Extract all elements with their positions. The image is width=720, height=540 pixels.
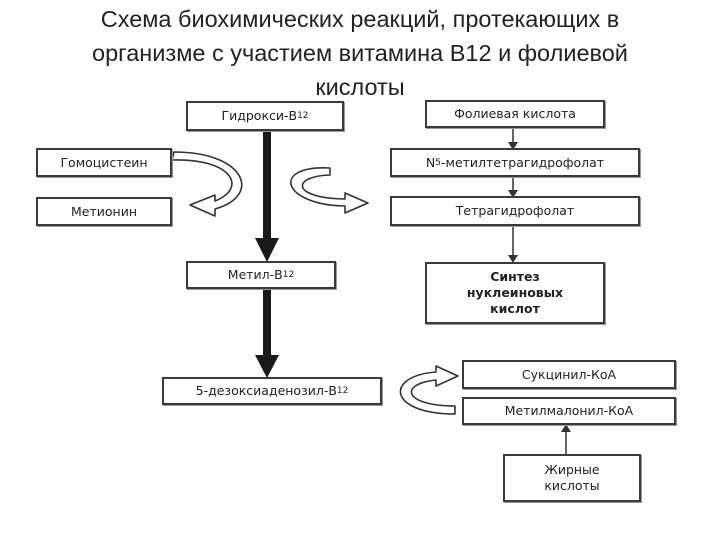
curved-arrow-n5-to-thf xyxy=(290,167,369,214)
title-line-1: Схема биохимических реакций, протекающих… xyxy=(100,6,620,32)
main-arrow-methyl-to-deoxy xyxy=(255,287,279,378)
box-fatty-acids: Жирные кислоты xyxy=(503,454,641,502)
box-methyl-b12-sub: 12 xyxy=(282,270,295,280)
box-methylmalonyl-coa: Метилмалонил-КоА xyxy=(462,397,676,425)
box-methionine: Метионин xyxy=(36,197,172,226)
box-hydroxy-b12-text: Гидрокси-В xyxy=(221,108,298,123)
main-arrow-hydroxy-to-methyl xyxy=(255,130,279,262)
arrow-n5-to-thf xyxy=(508,176,518,198)
arrow-thf-to-synthesis xyxy=(508,225,518,263)
box-hydroxy-b12-sub: 12 xyxy=(297,111,309,121)
box-fatty-acids-text: Жирные кислоты xyxy=(544,462,600,493)
box-methylmalonyl-coa-text: Метилмалонил-КоА xyxy=(504,403,634,418)
box-homocysteine-text: Гомоцистеин xyxy=(60,154,148,170)
curved-arrow-methylmalonyl-to-succinyl xyxy=(399,365,459,415)
box-tetrahydrofolate: Тетрагидрофолат xyxy=(390,196,640,226)
title-line-3: кислоты xyxy=(315,74,405,100)
box-nucleic-acid-synthesis-text: Синтез нуклеиновых кислот xyxy=(466,269,564,316)
box-tetrahydrofolate-text: Тетрагидрофолат xyxy=(455,203,575,218)
slide-title: Схема биохимических реакций, протекающих… xyxy=(40,2,680,104)
box-folic-acid: Фолиевая кислота xyxy=(425,100,605,128)
box-n5-text: -метилтетрагидрофолат xyxy=(441,154,605,170)
arrow-folic-to-n5 xyxy=(508,127,518,150)
box-n5-prefix: N xyxy=(425,154,436,170)
box-folic-acid-text: Фолиевая кислота xyxy=(454,106,576,121)
box-succinyl-coa: Сукцинил-КоА xyxy=(462,360,676,389)
curved-arrow-homocysteine-to-methionine xyxy=(171,151,243,217)
box-succinyl-coa-text: Сукцинил-КоА xyxy=(521,366,617,382)
box-deoxyadenosyl-b12-text: 5-дезоксиаденозил-В xyxy=(195,383,337,398)
box-homocysteine: Гомоцистеин xyxy=(36,148,172,177)
box-deoxyadenosyl-b12-sub: 12 xyxy=(336,386,349,396)
box-nucleic-acid-synthesis: Синтез нуклеиновых кислот xyxy=(425,262,605,324)
title-line-2: организме с участием витамина В12 и фоли… xyxy=(92,40,628,66)
box-methionine-text: Метионин xyxy=(71,203,137,219)
arrow-fatty-to-methylmalonyl xyxy=(561,424,571,455)
box-n5-sub: 5 xyxy=(435,157,442,168)
box-methyl-b12-text: Метил-В xyxy=(227,267,283,282)
